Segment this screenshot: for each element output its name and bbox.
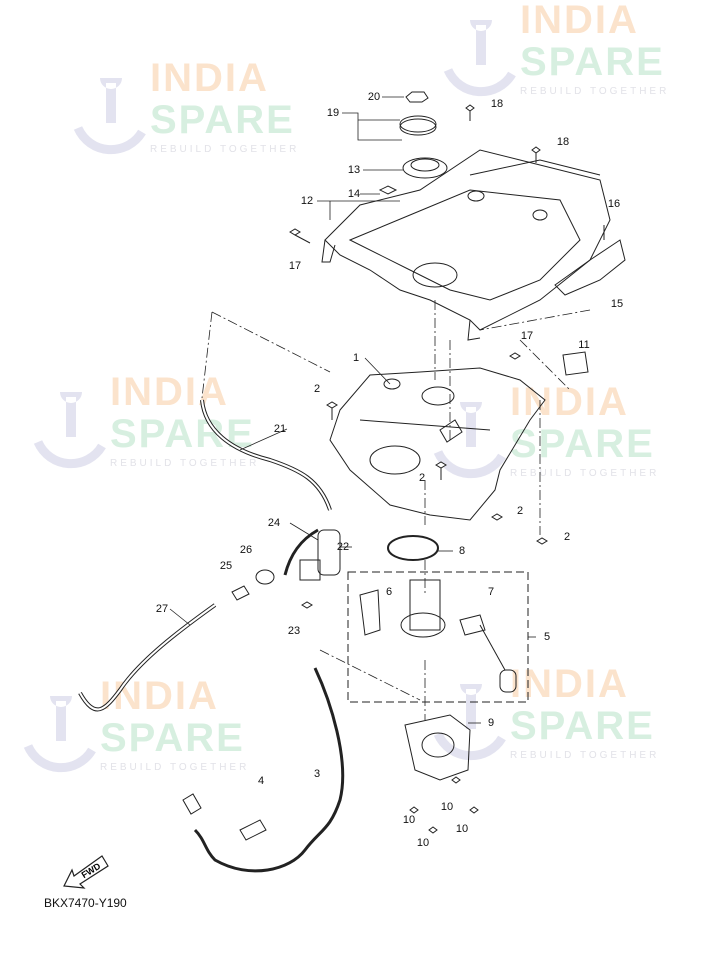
watermark-tagline: REBUILD TOGETHER: [100, 762, 250, 773]
fuel-filter-part-22: [299, 529, 341, 581]
part-callout: 11: [578, 339, 590, 351]
tank-cover-part-12: [321, 149, 611, 341]
part-callout: 8: [458, 545, 466, 557]
watermark-india: INDIA: [110, 370, 229, 414]
watermark-spare: SPARE: [510, 704, 655, 748]
bolts: [289, 104, 605, 834]
watermark-tagline: REBUILD TOGETHER: [150, 144, 300, 155]
part-callout: 6: [385, 586, 393, 598]
watermark-india: INDIA: [150, 56, 269, 100]
watermark-tagline: REBUILD TOGETHER: [510, 750, 660, 761]
watermark-spare: SPARE: [100, 716, 245, 760]
wrench-logo-icon: [73, 78, 146, 155]
part-callout: 23: [287, 625, 301, 637]
part-callout: 13: [347, 164, 361, 176]
gasket-part-8: [387, 535, 439, 561]
part-callout: 3: [313, 768, 321, 780]
clip-part-14: [378, 185, 398, 195]
part-callout: 25: [219, 560, 233, 572]
watermark-tagline: REBUILD TOGETHER: [510, 468, 660, 479]
leader-lines: [169, 96, 536, 724]
pump-assembly-box-5: [347, 571, 529, 703]
part-callout: 27: [155, 603, 169, 615]
hose-part-24: [283, 528, 319, 576]
part-callout: 18: [490, 98, 504, 110]
part-callout: 12: [300, 195, 314, 207]
part-callout: 17: [520, 330, 534, 342]
part-callout: 16: [607, 198, 621, 210]
part-callout: 5: [543, 631, 551, 643]
wrench-logo-icon: [23, 696, 96, 773]
part-6: [359, 589, 381, 636]
watermark-india: INDIA: [510, 662, 629, 706]
fuel-tank-part-1: [329, 367, 546, 521]
part-callout: 4: [257, 775, 265, 787]
part-callout: 10: [402, 814, 416, 826]
watermark-tagline: REBUILD TOGETHER: [520, 86, 670, 97]
watermark-india: INDIA: [100, 674, 219, 718]
connector-part-3: [182, 793, 202, 815]
watermark-spare: SPARE: [520, 40, 665, 84]
watermark-spare: SPARE: [510, 422, 655, 466]
part-callout: 7: [487, 586, 495, 598]
harness-part-3: [193, 667, 345, 873]
part-callout: 10: [416, 837, 430, 849]
part-callout: 15: [610, 298, 624, 310]
forward-arrow-icon: FWD: [63, 855, 109, 889]
fuel-pump-part-7: [400, 579, 517, 693]
part-callout: 26: [239, 544, 253, 556]
part-callout: 14: [347, 188, 361, 200]
connector-part-25: [231, 585, 250, 601]
part-callout: 1: [352, 352, 360, 364]
wrench-logo-icon: [33, 392, 106, 469]
pad-part-11: [562, 351, 589, 376]
part-callout: 17: [288, 260, 302, 272]
wrench-logo-icon: [443, 20, 516, 97]
part-callout: 10: [455, 823, 469, 835]
watermark-india: INDIA: [520, 0, 639, 42]
part-callout: 18: [556, 136, 570, 148]
cover-part-15: [554, 239, 626, 296]
wrench-logo-icon: [433, 402, 506, 479]
part-callout: 22: [336, 541, 350, 553]
part-callout: 9: [487, 717, 495, 729]
nut-part-20: [405, 91, 429, 103]
part-callout: 19: [326, 107, 340, 119]
part-callout: 2: [418, 472, 426, 484]
diagram-code: BKX7470-Y190: [44, 896, 127, 910]
watermark-spare: SPARE: [150, 98, 295, 142]
grommet-part-19: [399, 118, 437, 136]
clamp-part-26: [255, 569, 275, 585]
part-callout: 2: [313, 383, 321, 395]
alignment-lines: [201, 300, 591, 720]
part-callout: 21: [273, 423, 287, 435]
bracket-part-4: [239, 819, 267, 841]
plate-part-9: [404, 714, 471, 781]
watermark-spare: SPARE: [110, 412, 255, 456]
seal-part-13: [402, 157, 448, 179]
part-callout: 24: [267, 517, 281, 529]
part-callout: 10: [440, 801, 454, 813]
part-callout: 20: [367, 91, 381, 103]
watermark-tagline: REBUILD TOGETHER: [110, 458, 260, 469]
part-callout: 2: [563, 531, 571, 543]
part-callout: 2: [516, 505, 524, 517]
